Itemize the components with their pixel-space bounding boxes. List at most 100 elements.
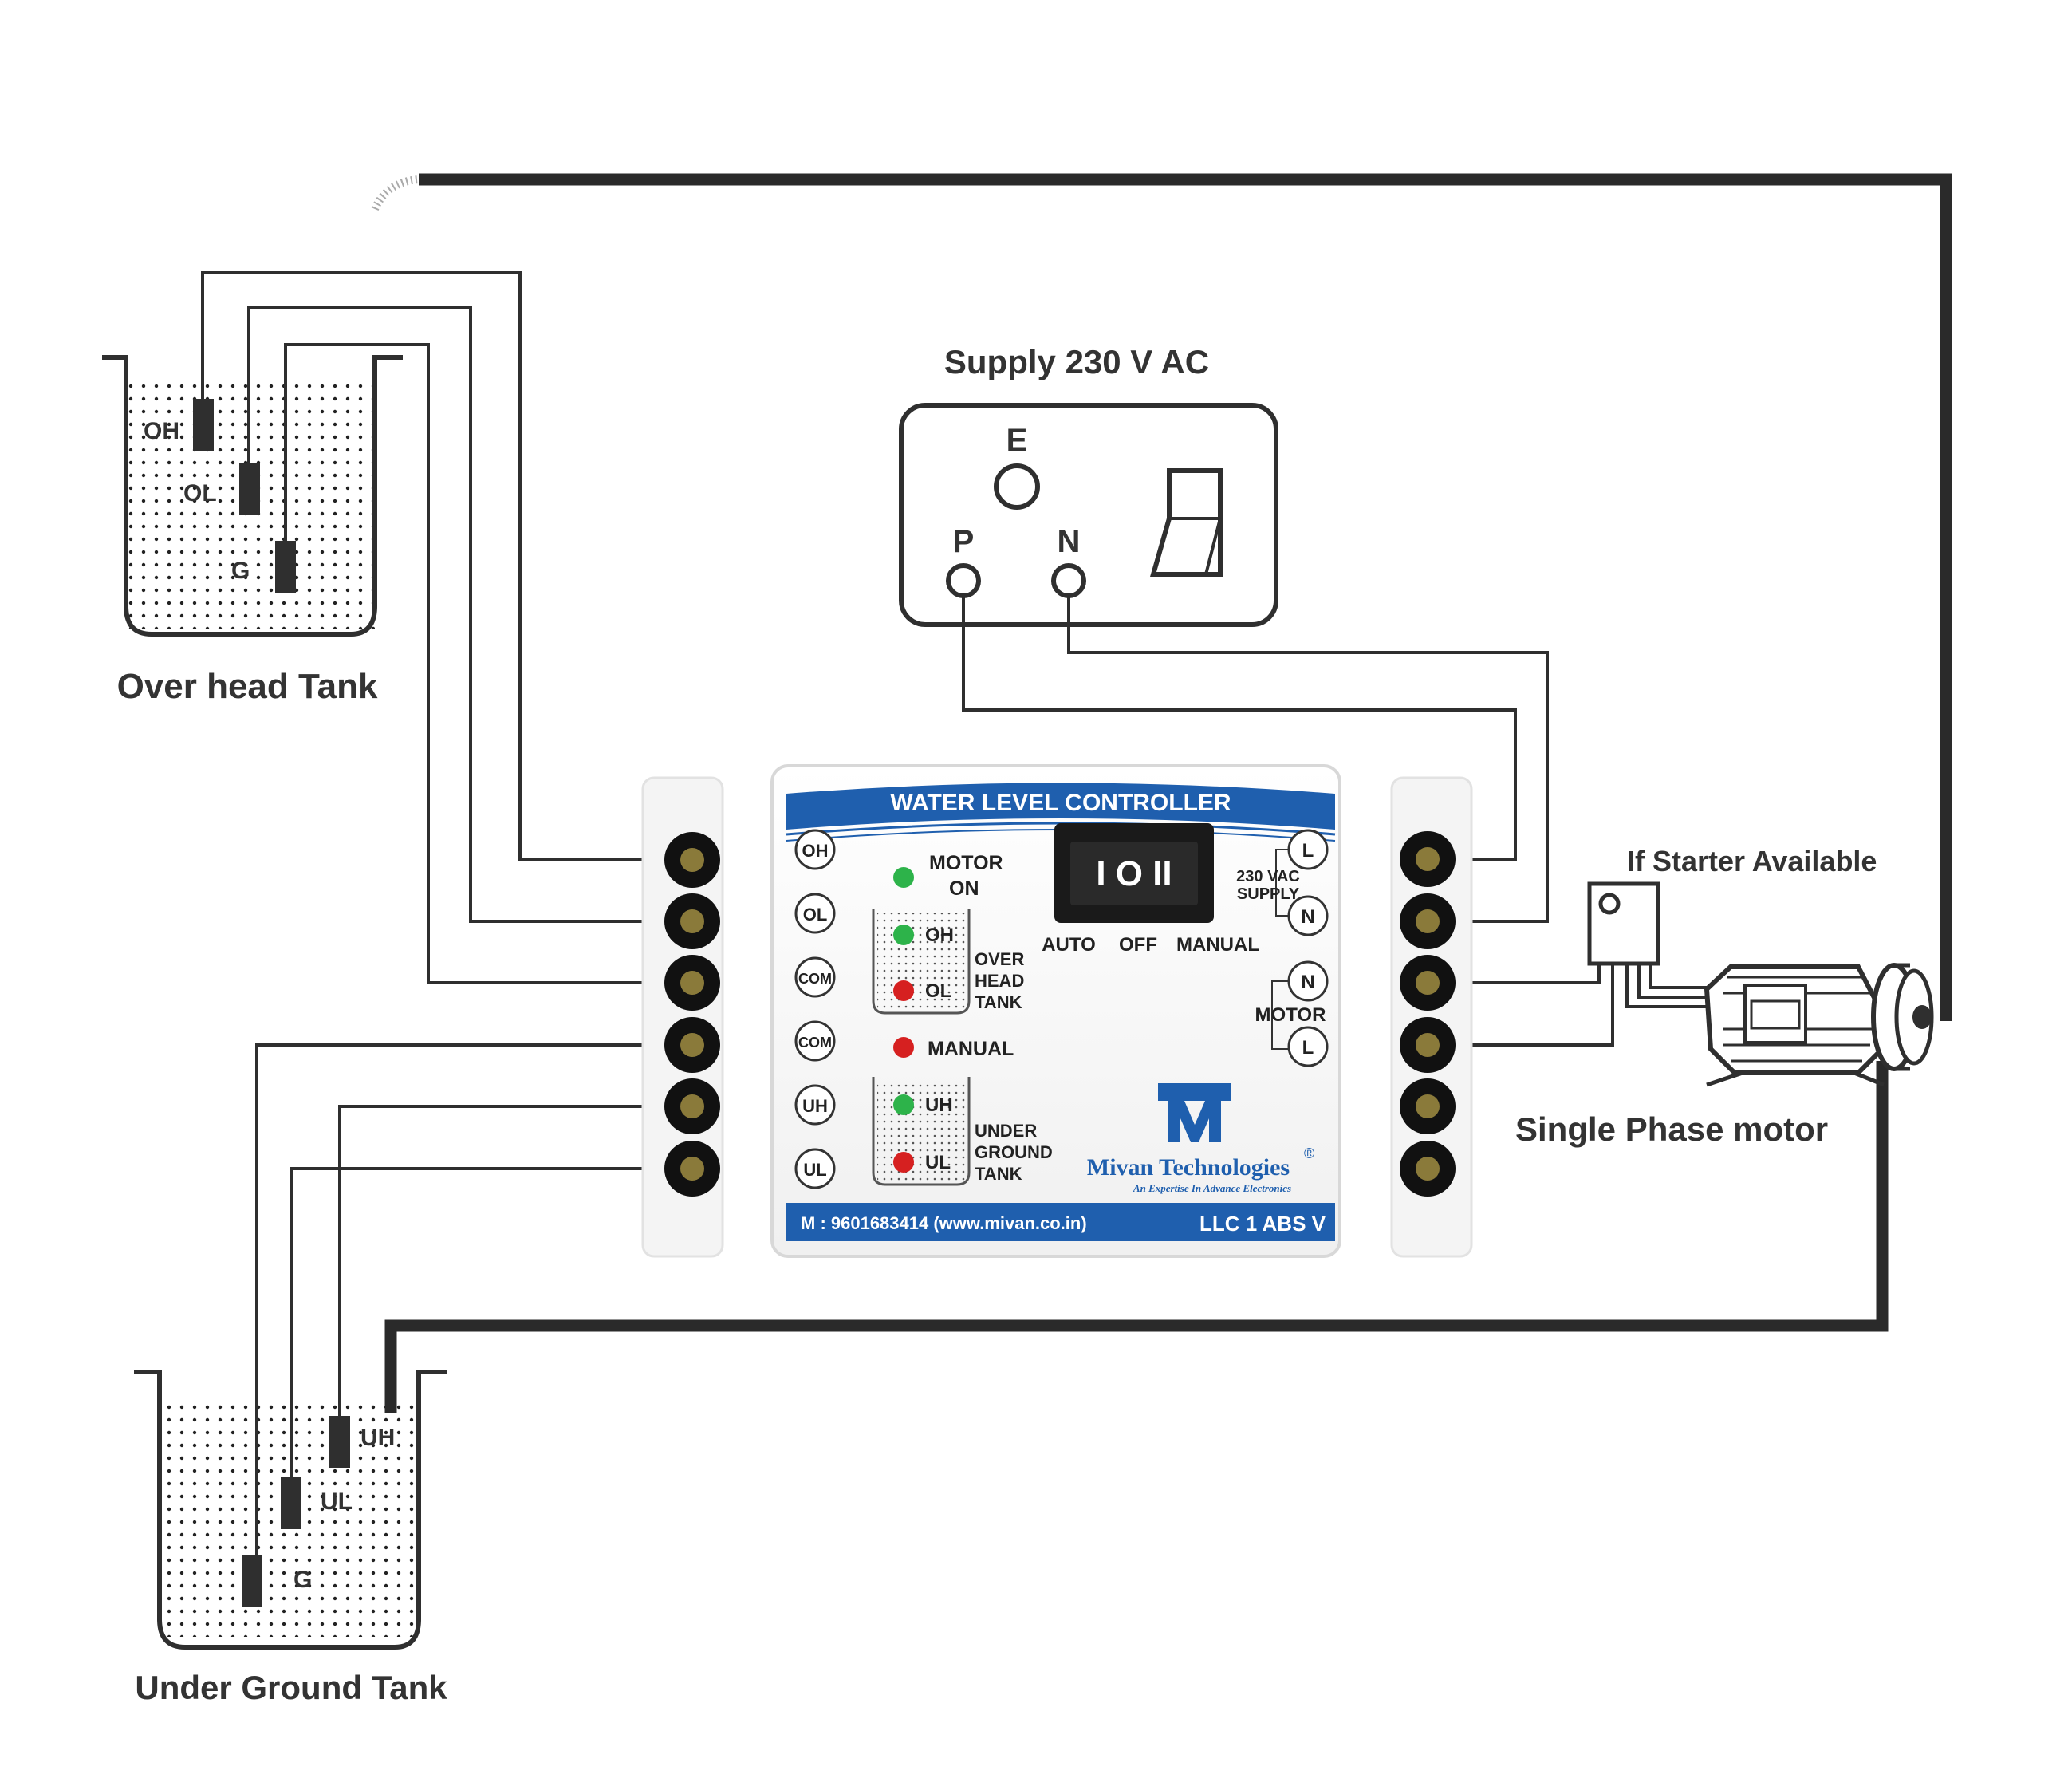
led-ul [893, 1152, 914, 1173]
g-probe [275, 541, 296, 593]
led-oh-label: OH [925, 925, 954, 946]
supply-pin-n [1051, 563, 1086, 598]
signal-wires [201, 271, 1755, 1555]
motor-thick-wire-top [419, 173, 1952, 1021]
wire-motor-l [1452, 961, 1614, 1047]
label-ul: UL [803, 1160, 826, 1180]
wire-oh [201, 271, 670, 861]
mode-switch-symbols: I O II [1096, 854, 1172, 893]
led-uh [893, 1094, 914, 1115]
supply-socket: Supply 230 V AC E P N [899, 343, 1278, 627]
overhead-label-3: TANK [975, 992, 1022, 1012]
supply-socket-box [899, 403, 1278, 627]
brand-name: Mivan Technologies [1087, 1154, 1290, 1181]
motor-label: Single Phase motor [1515, 1110, 1828, 1148]
mode-auto: AUTO [1042, 934, 1096, 956]
motor-n-label: N [1301, 972, 1314, 993]
ol-probe-label: OL [183, 480, 217, 507]
wire-supply-n [1067, 596, 1549, 923]
model-number: LLC 1 ABS V [1199, 1212, 1326, 1236]
supply-pin-e-label: E [1006, 423, 1028, 458]
led-oh [893, 925, 914, 945]
led-manual-label: MANUAL [928, 1038, 1014, 1060]
starter-indicator [1598, 893, 1621, 915]
label-com-2: COM [798, 1035, 832, 1051]
overhead-tank-title: Over head Tank [117, 667, 378, 706]
mode-off: OFF [1119, 934, 1157, 956]
supply-pin-n-label: N [1058, 524, 1081, 559]
supply-title: Supply 230 V AC [944, 343, 1209, 380]
led-ol-label: OL [925, 980, 951, 1002]
starter-label: If Starter Available [1627, 845, 1877, 877]
g-probe [242, 1555, 262, 1607]
controller-header: WATER LEVEL CONTROLLER [890, 790, 1231, 816]
left-terminal-labels: OH OL COM COM UH UL [794, 829, 836, 1189]
wire-end-fray [371, 175, 420, 211]
mini-overhead-tank [872, 909, 971, 1015]
label-com-1: COM [798, 971, 832, 987]
led-uh-label: UH [925, 1094, 953, 1116]
controller-footer-band [786, 1203, 1335, 1241]
underground-tank-title: Under Ground Tank [135, 1669, 447, 1706]
motor-icon [1704, 963, 1934, 1087]
wire-com-underground [255, 1043, 670, 1555]
label-uh: UH [802, 1096, 828, 1116]
underground-tank: UH UL G Under Ground Tank [134, 1370, 447, 1706]
controller-motor-label: MOTOR [1255, 1004, 1326, 1026]
wire-motor-n [1452, 961, 1601, 984]
oh-probe-label: OH [144, 418, 179, 444]
motor-on-line2: ON [949, 877, 979, 900]
supply-label-1: 230 VAC [1236, 868, 1300, 885]
motor-on-line1: MOTOR [929, 852, 1003, 874]
underground-label-3: TANK [975, 1164, 1022, 1184]
starter: If Starter Available [1587, 845, 1877, 966]
wire-uh [338, 1105, 670, 1416]
supply-l-label: L [1302, 840, 1314, 861]
supply-pin-p [946, 563, 981, 598]
starter-box [1587, 881, 1660, 966]
mini-underground-tank [872, 1077, 971, 1186]
mini-overhead-tank-fill [877, 913, 965, 1009]
supply-pin-p-label: P [953, 524, 975, 559]
g-probe-label: G [293, 1567, 312, 1593]
label-oh: OH [802, 841, 829, 861]
uh-probe-label: UH [360, 1425, 395, 1451]
motor-l-label: L [1302, 1037, 1314, 1059]
footer-contact: M : 9601683414 (www.mivan.co.in) [801, 1213, 1087, 1233]
mivan-logo [1158, 1083, 1231, 1142]
overhead-tank-wall [102, 355, 403, 637]
uh-probe [329, 1416, 350, 1468]
oh-probe [193, 399, 214, 451]
led-ul-label: UL [925, 1152, 951, 1173]
motor-thick-wire-bottom [384, 1061, 1889, 1413]
left-terminals [664, 832, 720, 1197]
ul-probe-label: UL [321, 1488, 353, 1515]
wire-supply-p [962, 596, 1517, 861]
overhead-tank: OH OL G Over head Tank [102, 355, 403, 706]
wire-com-overhead [284, 343, 670, 984]
registered-mark: ® [1304, 1145, 1314, 1161]
water-level-controller: WATER LEVEL CONTROLLER [641, 764, 1473, 1258]
g-probe-label: G [231, 558, 250, 584]
mini-underground-tank-fill [877, 1081, 965, 1185]
label-ol: OL [803, 905, 828, 925]
overhead-label-2: HEAD [975, 971, 1024, 991]
underground-tank-wall [134, 1370, 447, 1650]
ol-probe [239, 463, 260, 515]
right-terminal-block [1390, 776, 1473, 1258]
mode-manual: MANUAL [1176, 934, 1259, 956]
led-ol [893, 980, 914, 1001]
wire-ul [290, 1167, 670, 1477]
supply-label-2: SUPPLY [1237, 885, 1300, 903]
led-motor-on [893, 867, 914, 888]
supply-n-label: N [1301, 906, 1314, 928]
brand-tagline: An Expertise In Advance Electronics [1133, 1182, 1291, 1194]
socket-switch-icon [1150, 468, 1223, 577]
ul-probe [281, 1477, 301, 1529]
underground-label-1: UNDER [975, 1121, 1037, 1141]
supply-pin-e [994, 463, 1040, 510]
right-terminals [1400, 831, 1456, 1197]
controller-header-band [786, 783, 1335, 830]
wire-ol [247, 306, 670, 923]
